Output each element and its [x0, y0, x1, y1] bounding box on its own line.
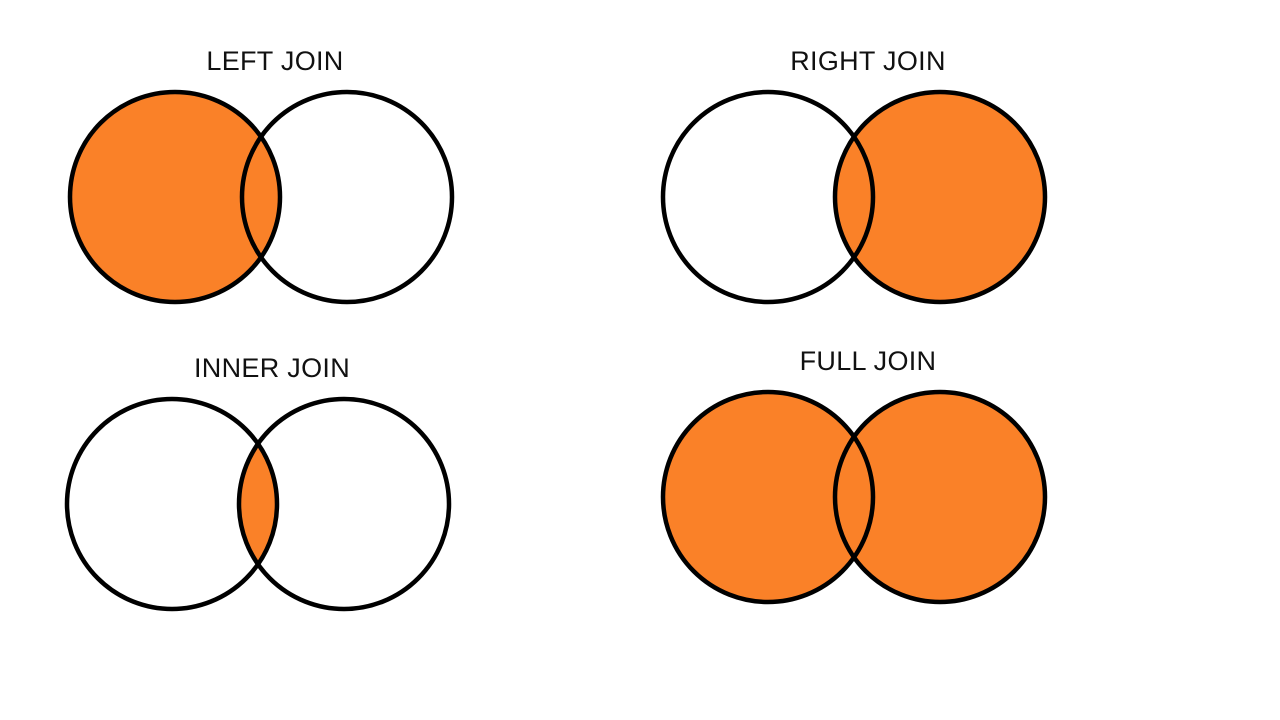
venn-diagram-inner-join: [64, 396, 452, 612]
venn-region-right-only-inner-join: [239, 399, 449, 609]
venn-outline-right-circle-right-join: [832, 89, 1048, 305]
venn-outline-right-circle-inner-join: [236, 396, 452, 612]
venn-outline-left-circle-left-join: [67, 89, 283, 305]
venn-panel-left-join: LEFT JOIN: [65, 45, 485, 345]
venn-outline-left-circle-inner-join: [64, 396, 280, 612]
venn-region-right-only-left-join: [242, 92, 452, 302]
venn-region-left-only-full-join: [663, 392, 873, 602]
venn-region-intersection-full-join: [835, 392, 1045, 602]
venn-region-right-only-right-join: [835, 92, 1045, 302]
venn-panel-full-join: FULL JOIN: [658, 345, 1078, 645]
panel-title-full-join: FULL JOIN: [799, 346, 937, 376]
panel-title-right-join: RIGHT JOIN: [790, 46, 946, 76]
venn-diagram-full-join: [660, 389, 1048, 605]
venn-diagram-right-join: [660, 89, 1048, 305]
venn-region-left-only-left-join: [70, 92, 280, 302]
venn-outline-left-circle-full-join: [660, 389, 876, 605]
venn-panel-inner-join: INNER JOIN: [62, 352, 482, 652]
venn-outline-left-circle-right-join: [660, 89, 876, 305]
venn-outline-right-circle-full-join: [832, 389, 1048, 605]
panel-title-inner-join: INNER JOIN: [193, 353, 350, 383]
venn-region-left-only-right-join: [663, 92, 873, 302]
venn-outline-right-circle-left-join: [239, 89, 455, 305]
venn-diagram-left-join: [67, 89, 455, 305]
panel-title-left-join: LEFT JOIN: [206, 46, 344, 76]
venn-region-left-only-inner-join: [67, 399, 277, 609]
venn-panel-right-join: RIGHT JOIN: [658, 45, 1078, 345]
